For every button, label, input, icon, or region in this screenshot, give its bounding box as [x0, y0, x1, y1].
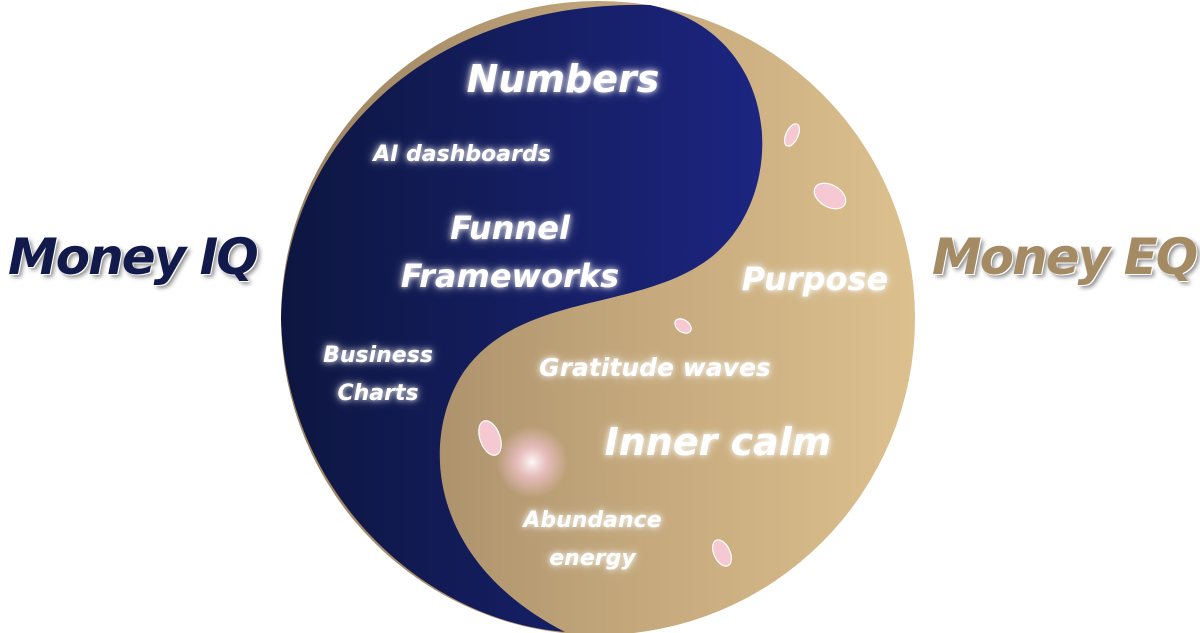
funnel-line-2: Frameworks [400, 257, 620, 295]
term-business-charts: Business Charts [293, 337, 463, 413]
charts-line-1: Business [323, 343, 433, 368]
term-inner-calm: Inner calm [604, 420, 832, 464]
abundance-line-2: energy [549, 546, 636, 571]
petal-icon [674, 318, 692, 334]
cherry-blossom-petals [478, 123, 847, 567]
iq-half [281, 4, 763, 632]
term-abundance-energy: Abundance energy [500, 502, 685, 578]
abundance-line-1: Abundance [523, 508, 662, 533]
money-iq-label: Money IQ [8, 228, 259, 286]
term-funnel-frameworks: Funnel Frameworks [360, 204, 660, 300]
petal-icon [813, 182, 847, 210]
petal-icon [478, 420, 502, 456]
blossom-glow-icon [496, 426, 568, 498]
petal-icon [783, 123, 801, 147]
money-eq-label: Money EQ [932, 228, 1198, 286]
funnel-line-1: Funnel [450, 209, 570, 247]
term-numbers: Numbers [466, 57, 660, 101]
petal-icon [712, 539, 732, 567]
term-ai-dashboards: AI dashboards [373, 142, 551, 167]
charts-line-2: Charts [337, 381, 419, 406]
term-gratitude-waves: Gratitude waves [539, 353, 771, 382]
term-purpose: Purpose [741, 260, 889, 298]
